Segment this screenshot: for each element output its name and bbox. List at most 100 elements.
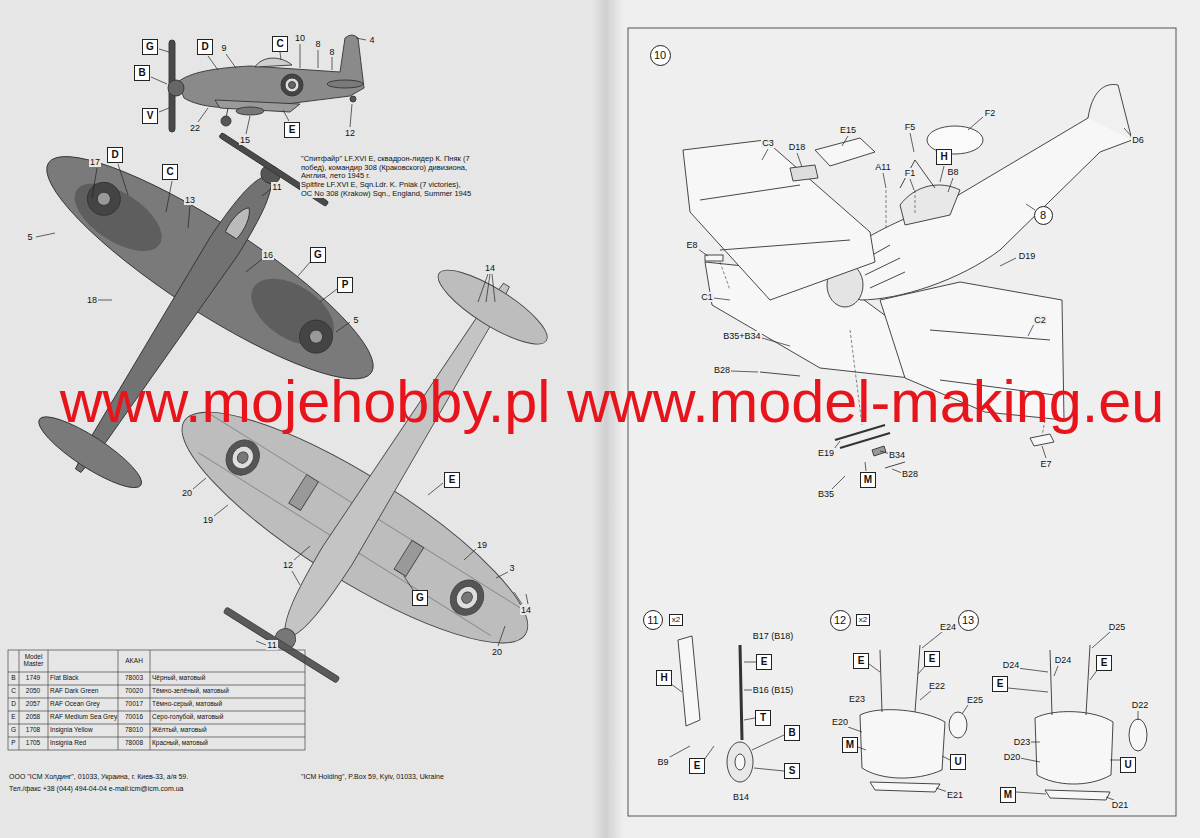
paint-callout-box: M bbox=[860, 472, 876, 488]
callout-number: B16 (B15) bbox=[752, 685, 795, 695]
paint-callout-box: C bbox=[162, 164, 178, 180]
watermark: www.mojehobby.pl www.model-making.eu bbox=[60, 368, 1165, 436]
callout-number: E25 bbox=[966, 695, 984, 705]
callout-number: 20 bbox=[181, 488, 193, 498]
paint-callout-box: E bbox=[284, 122, 300, 138]
label-text: 9 bbox=[221, 43, 226, 53]
node-text: 12 bbox=[834, 615, 846, 626]
paint-callout-box: E bbox=[1096, 655, 1112, 671]
callout-number: 12 bbox=[344, 128, 356, 138]
label-text: E24 bbox=[940, 622, 956, 632]
label-text: 78003 bbox=[125, 674, 143, 681]
callout-number: E19 bbox=[817, 448, 835, 458]
label-text: AKAH bbox=[125, 657, 143, 664]
label-text: D24 bbox=[1003, 660, 1020, 670]
node-text: T bbox=[760, 713, 766, 723]
paint-callout-box: V bbox=[142, 108, 158, 124]
step-number-circle: 13 bbox=[958, 610, 979, 631]
label-text: E23 bbox=[849, 694, 865, 704]
table-cell: 78003 bbox=[125, 675, 143, 682]
label-text: P bbox=[11, 739, 15, 746]
node-text: B bbox=[138, 68, 145, 78]
callout-number: 4 bbox=[368, 35, 375, 45]
node-text: C bbox=[276, 39, 283, 49]
callout-number: E20 bbox=[831, 717, 849, 727]
label-text: E15 bbox=[840, 125, 856, 135]
label-text: 5 bbox=[27, 232, 32, 242]
table-cell: AKAH bbox=[125, 658, 143, 665]
paint-callout-box: H bbox=[936, 149, 952, 165]
table-cell: Flat Black bbox=[50, 675, 79, 682]
table-cell: 78010 bbox=[125, 727, 143, 734]
node-text: U bbox=[1124, 760, 1131, 770]
label-text: 70016 bbox=[125, 713, 143, 720]
label-text: D23 bbox=[1014, 737, 1031, 747]
label-text: ООО "ICM Холдинг", 01033, Украина, г. Ки… bbox=[9, 773, 188, 780]
label-text: G bbox=[11, 726, 16, 733]
callout-number: 5 bbox=[352, 315, 359, 325]
label-text: E25 bbox=[967, 695, 983, 705]
label-text: D19 bbox=[1019, 251, 1036, 261]
callout-number: D20 bbox=[1003, 752, 1022, 762]
table-cell: C bbox=[11, 688, 16, 695]
callout-number: 19 bbox=[476, 540, 488, 550]
callout-number: E21 bbox=[946, 790, 964, 800]
paint-callout-box: S bbox=[784, 763, 800, 779]
callout-number: D22 bbox=[1131, 700, 1150, 710]
paint-callout-box: B bbox=[784, 725, 800, 741]
label-text: E7 bbox=[1040, 459, 1051, 469]
node-text: E bbox=[761, 657, 768, 667]
label-text: C1 bbox=[701, 292, 713, 302]
label-text: 8 bbox=[329, 47, 334, 57]
table-cell: Insignia Red bbox=[50, 740, 86, 747]
callout-number: 14 bbox=[520, 605, 532, 615]
label-text: 5 bbox=[353, 315, 358, 325]
callout-number: D25 bbox=[1108, 622, 1127, 632]
label-text: D22 bbox=[1132, 700, 1149, 710]
table-cell: B bbox=[11, 675, 15, 682]
paint-callout-box: P bbox=[337, 277, 353, 293]
node-text: x2 bbox=[672, 616, 680, 624]
callout-number: 20 bbox=[491, 647, 503, 657]
label-text: Model Master bbox=[24, 653, 44, 667]
table-cell: Model Master bbox=[19, 654, 48, 668]
callout-number: E8 bbox=[685, 240, 698, 250]
table-cell: 2058 bbox=[26, 714, 40, 721]
table-cell: RAF Ocean Grey bbox=[50, 701, 100, 708]
table-cell: RAF Dark Green bbox=[50, 688, 98, 695]
table-cell: Жёлтый, матовый bbox=[152, 727, 207, 734]
node-text: E bbox=[997, 679, 1004, 689]
node-text: B bbox=[788, 728, 795, 738]
paint-callout-box: G bbox=[142, 39, 158, 55]
label-text: 1705 bbox=[26, 739, 40, 746]
node-text: E bbox=[929, 654, 936, 664]
label-text: E20 bbox=[832, 717, 848, 727]
paint-callout-box: E bbox=[992, 676, 1008, 692]
table-cell: P bbox=[11, 740, 15, 747]
label-text: F2 bbox=[985, 108, 996, 118]
table-cell: G bbox=[11, 727, 16, 734]
callout-number: B28 bbox=[901, 469, 919, 479]
node-text: U bbox=[954, 757, 961, 767]
callout-number: E23 bbox=[848, 694, 866, 704]
label-text: 78010 bbox=[125, 726, 143, 733]
callout-number: 5 bbox=[26, 232, 33, 242]
callout-number: D23 bbox=[1013, 737, 1032, 747]
label-text: 22 bbox=[190, 123, 200, 133]
label-text: E21 bbox=[947, 790, 963, 800]
node-text: P bbox=[342, 280, 349, 290]
node-text: E bbox=[1101, 658, 1108, 668]
callout-number: 22 bbox=[189, 123, 201, 133]
callout-number: 15 bbox=[239, 135, 251, 145]
paint-callout-box: E bbox=[924, 651, 940, 667]
label-text: C2 bbox=[1034, 315, 1046, 325]
step-number-circle: 11 bbox=[643, 610, 663, 630]
node-text: H bbox=[660, 673, 667, 683]
callout-number: B14 bbox=[732, 792, 750, 802]
label-text: RAF Dark Green bbox=[50, 687, 98, 694]
paint-callout-box: E bbox=[853, 653, 869, 669]
label-text: 16 bbox=[263, 250, 273, 260]
paint-callout-box: E bbox=[756, 654, 772, 670]
table-cell: Тёмно-зелёный, матовый bbox=[152, 688, 229, 695]
